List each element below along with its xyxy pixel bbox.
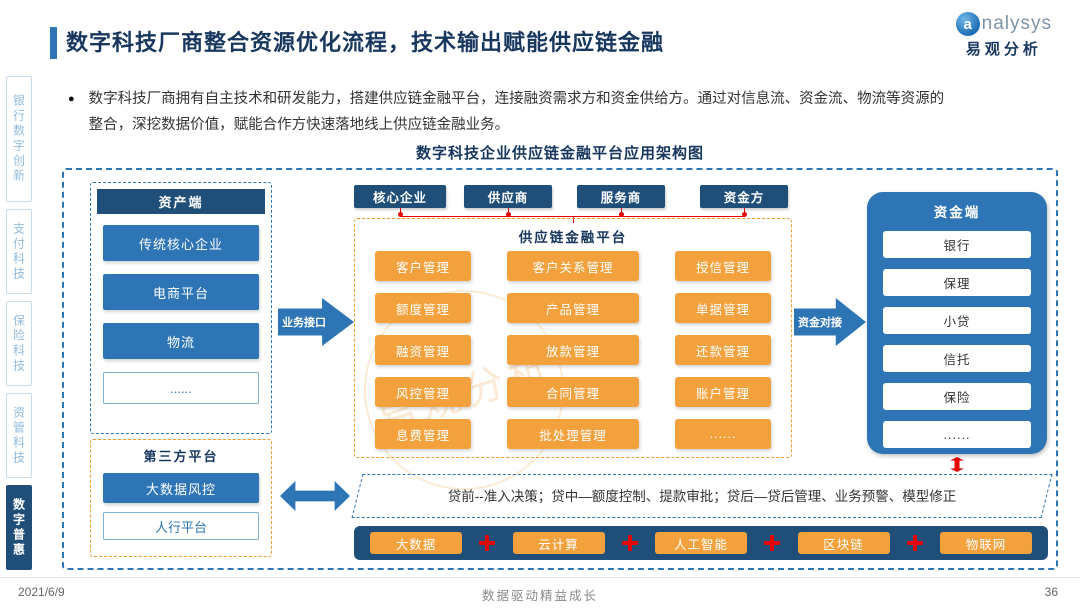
connector-dot <box>742 212 747 217</box>
third-party-header: 第三方平台 <box>143 449 219 464</box>
participant-core-enterprise: 核心企业 <box>354 185 446 208</box>
plus-icon <box>764 535 781 551</box>
asset-item: 物流 <box>103 323 259 359</box>
scf-platform-panel: 供应链金融平台 客户管理 客户关系管理 授信管理 额度管理 产品管理 单据管理 … <box>354 218 792 458</box>
page-number: 36 <box>1044 585 1058 599</box>
connector-dot <box>506 212 511 217</box>
connector-dot <box>619 212 624 217</box>
funding-side-header: 资金端 <box>933 205 981 220</box>
page-title: 数字科技厂商整合资源优化流程，技术输出赋能供应链金融 <box>66 30 665 55</box>
platform-module: 客户管理 <box>375 251 471 281</box>
sidebar-tab-insurance[interactable]: 保险科技 <box>6 301 32 387</box>
sidebar-tab-digital-inclusion[interactable]: 数字普惠 <box>6 485 32 570</box>
platform-module: 客户关系管理 <box>507 251 639 281</box>
asset-side-header: 资产端 <box>97 189 265 214</box>
connector-line <box>400 216 744 217</box>
third-party-panel: 第三方平台 大数据风控 人行平台 <box>90 439 272 557</box>
third-party-item: 大数据风控 <box>103 473 259 503</box>
platform-module: 产品管理 <box>507 293 639 323</box>
bullet-icon: ● <box>68 93 75 105</box>
platform-module: 风控管理 <box>375 377 471 407</box>
sidebar-tab-bank-digital[interactable]: 银行数字创新 <box>6 76 32 203</box>
funding-docking-arrow: 资金对接 <box>794 298 866 346</box>
connector-line <box>573 216 574 223</box>
technology-bar: 大数据 云计算 人工智能 区块链 物联网 <box>354 526 1048 560</box>
intro-text: 数字科技厂商拥有自主技术和研发能力，搭建供应链金融平台，连接融资需求方和资金供给… <box>88 91 945 133</box>
platform-module: 融资管理 <box>375 335 471 365</box>
platform-module: 单据管理 <box>675 293 771 323</box>
asset-item-more: ...... <box>103 372 259 404</box>
side-tabs: 银行数字创新 支付科技 保险科技 资管科技 数字普惠 <box>6 76 32 570</box>
tech-item-bigdata: 大数据 <box>370 532 462 554</box>
platform-module: 批处理管理 <box>507 419 639 449</box>
platform-module: ...... <box>675 419 771 449</box>
sidebar-tab-payment[interactable]: 支付科技 <box>6 209 32 295</box>
tech-item-blockchain: 区块链 <box>797 532 890 554</box>
logo-wordmark: nalysys <box>981 13 1052 34</box>
platform-module: 授信管理 <box>675 251 771 281</box>
third-party-item: 人行平台 <box>103 512 259 540</box>
asset-side-panel: 资产端 传统核心企业 电商平台 物流 ...... <box>90 182 272 434</box>
footer-date: 2021/6/9 <box>18 585 65 599</box>
scf-platform-title: 供应链金融平台 <box>518 230 628 245</box>
diagram-title: 数字科技企业供应链金融平台应用架构图 <box>415 145 704 162</box>
platform-module: 账户管理 <box>675 377 771 407</box>
asset-item: 传统核心企业 <box>103 225 259 261</box>
tech-item-iot: 物联网 <box>940 532 1032 554</box>
funding-item: 银行 <box>883 231 1031 258</box>
platform-module: 合同管理 <box>507 377 639 407</box>
horizontal-double-arrow-icon <box>280 481 350 511</box>
platform-module: 息费管理 <box>375 419 471 449</box>
plus-icon <box>479 535 496 551</box>
funding-item: 保理 <box>883 269 1031 296</box>
participant-supplier: 供应商 <box>464 185 552 208</box>
loan-stage-panel: 贷前--准入决策；贷中—额度控制、提款审批；贷后—贷后管理、业务预警、模型修正 <box>351 474 1053 518</box>
platform-module: 放款管理 <box>507 335 639 365</box>
plus-icon <box>621 535 638 551</box>
architecture-diagram: 易观分析 资产端 传统核心企业 电商平台 物流 ...... 第三方平台 大数据… <box>62 168 1058 570</box>
funding-item: 小贷 <box>883 307 1031 334</box>
asset-item: 电商平台 <box>103 274 259 310</box>
analysys-logo-icon: a <box>955 12 980 36</box>
funding-side-panel: 资金端 银行 保理 小贷 信托 保险 ...... <box>867 192 1047 454</box>
logo-chinese-name: 易观分析 <box>965 41 1042 58</box>
intro-block: ● 数字科技厂商拥有自主技术和研发能力，搭建供应链金融平台，连接融资需求方和资金… <box>68 86 948 138</box>
business-interface-arrow: 业务接口 <box>278 298 354 346</box>
loan-stage-text: 贷前--准入决策；贷中—额度控制、提款审批；贷后—贷后管理、业务预警、模型修正 <box>447 488 957 504</box>
analysys-logo: a nalysys 易观分析 <box>955 12 1052 59</box>
connector-dot <box>398 212 403 217</box>
participant-service-provider: 服务商 <box>577 185 665 208</box>
funding-item: 保险 <box>883 383 1031 410</box>
title-accent-bar <box>50 27 57 59</box>
sidebar-tab-asset-mgmt[interactable]: 资管科技 <box>6 393 32 479</box>
vertical-double-arrow-icon <box>950 457 964 472</box>
platform-module: 还款管理 <box>675 335 771 365</box>
plus-icon <box>906 535 923 551</box>
tech-item-cloud: 云计算 <box>512 532 605 554</box>
tech-item-ai: 人工智能 <box>655 532 747 554</box>
footer-divider <box>0 577 1080 578</box>
footer-slogan: 数据驱动精益成长 <box>481 589 598 603</box>
funding-item-more: ...... <box>883 421 1031 448</box>
funding-item: 信托 <box>883 345 1031 372</box>
participant-capital-side: 资金方 <box>700 185 788 208</box>
platform-module: 额度管理 <box>375 293 471 323</box>
